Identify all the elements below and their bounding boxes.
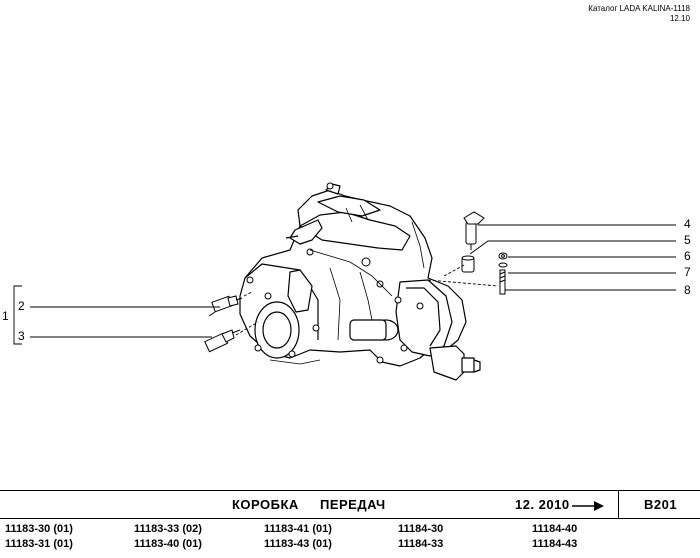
callout-6: 6 bbox=[684, 249, 691, 263]
callout-2: 2 bbox=[18, 299, 25, 313]
callout-4: 4 bbox=[684, 217, 691, 231]
footer-divider bbox=[618, 490, 619, 519]
section-title-word1: КОРОБКА bbox=[232, 497, 299, 512]
model-code: 11184-40 bbox=[532, 523, 578, 535]
callout-7: 7 bbox=[684, 265, 691, 279]
part-4-drive bbox=[463, 211, 485, 250]
model-code: 11183-30 (01) bbox=[5, 523, 73, 535]
callout-5: 5 bbox=[684, 233, 691, 247]
model-code: 11183-33 (02) bbox=[134, 523, 202, 535]
model-code: 11183-40 (01) bbox=[134, 538, 202, 550]
page-code: B201 bbox=[644, 497, 678, 512]
part-2-switch bbox=[208, 295, 243, 317]
footer-mid-rule bbox=[0, 518, 700, 519]
model-code: 11183-41 (01) bbox=[264, 523, 332, 535]
part-6-nut bbox=[498, 252, 508, 260]
section-date: 12. 2010 bbox=[515, 497, 570, 512]
gearbox-diagram bbox=[13, 182, 676, 381]
model-code: 11184-33 bbox=[398, 538, 444, 550]
part-3-sensor bbox=[204, 329, 241, 353]
part-5-bushing bbox=[461, 255, 475, 273]
catalog-title: Каталог LADA KALINA-1118 bbox=[588, 4, 690, 13]
model-code: 11184-43 bbox=[532, 538, 578, 550]
footer-top-rule bbox=[0, 490, 700, 491]
model-code: 11183-43 (01) bbox=[264, 538, 332, 550]
callout-8: 8 bbox=[684, 283, 691, 297]
catalog-date: 12.10 bbox=[669, 14, 690, 23]
arrow-right-icon bbox=[572, 501, 604, 511]
model-code: 11183-31 (01) bbox=[5, 538, 73, 550]
callout-1: 1 bbox=[2, 309, 9, 323]
part-7-washer bbox=[498, 262, 508, 268]
part-8-stud bbox=[499, 269, 506, 295]
leader-lines bbox=[13, 224, 676, 345]
section-title-word2: ПЕРЕДАЧ bbox=[320, 497, 386, 512]
gearbox-housing bbox=[239, 183, 481, 381]
housing-bolts bbox=[246, 182, 424, 364]
model-code: 11184-30 bbox=[398, 523, 444, 535]
callout-3: 3 bbox=[18, 329, 25, 343]
